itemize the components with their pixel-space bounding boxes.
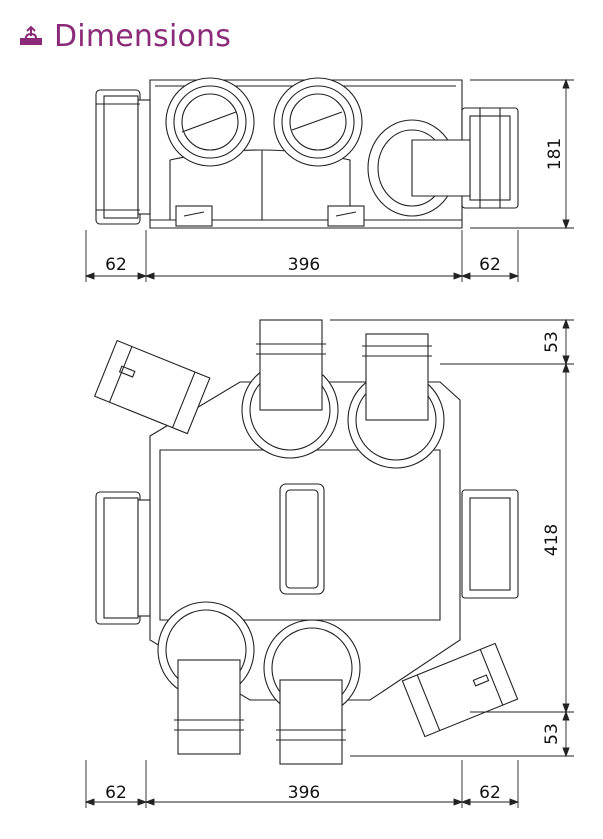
plan-spigot-bottom-label: 53 bbox=[542, 723, 562, 745]
plan-height-label: 418 bbox=[542, 524, 562, 556]
plan-width-right-label: 62 bbox=[479, 783, 501, 803]
side-view-drawing bbox=[95, 77, 519, 229]
plan-view-dimensions bbox=[84, 318, 574, 808]
vent-box-icon bbox=[20, 25, 42, 45]
plan-spigot-top-label: 53 bbox=[542, 331, 562, 353]
plan-view-drawing bbox=[93, 319, 519, 765]
page-title: Dimensions bbox=[54, 18, 232, 54]
side-width-left-label: 62 bbox=[105, 255, 127, 275]
plan-width-left-label: 62 bbox=[105, 783, 127, 803]
side-height-label: 181 bbox=[545, 138, 565, 170]
side-width-right-label: 62 bbox=[479, 255, 501, 275]
side-width-center-label: 396 bbox=[288, 255, 320, 275]
header: Dimensions bbox=[18, 16, 231, 56]
plan-width-center-label: 396 bbox=[288, 783, 320, 803]
side-view-dimensions bbox=[84, 78, 574, 282]
